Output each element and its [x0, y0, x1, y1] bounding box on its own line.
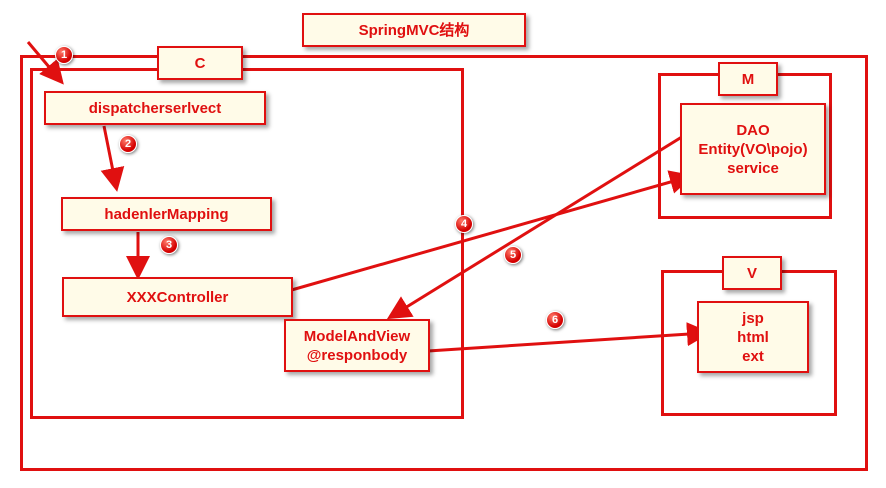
dispatcher-box: dispatcherserlvect	[44, 91, 266, 125]
modelandview-box: ModelAndView @responbody	[284, 319, 430, 372]
mapping-box: hadenlerMapping	[61, 197, 272, 231]
step-badge-1: 1	[55, 46, 73, 64]
dao-text: DAO	[736, 121, 770, 139]
model-label-tab: M	[718, 62, 778, 96]
diagram-title: SpringMVC结构	[302, 13, 526, 47]
controller-label: C	[194, 54, 206, 72]
arrow-step-6	[427, 322, 711, 353]
view-content-box: jsp html ext	[697, 301, 809, 373]
controller-class-box: XXXController	[62, 277, 293, 317]
step-badge-3: 3	[160, 236, 178, 254]
arrow-step-4	[259, 170, 694, 301]
view-label: V	[746, 264, 757, 282]
arrow-step-5	[386, 125, 699, 320]
jsp-text: jsp	[742, 309, 764, 327]
modelandview-text: ModelAndView	[303, 327, 411, 345]
entity-text: Entity(VO\pojo)	[698, 140, 808, 158]
outer-frame	[20, 55, 868, 471]
responsebody-text: @responbody	[306, 346, 408, 364]
arrow-step-2	[100, 125, 125, 192]
step-badge-2: 2	[119, 135, 137, 153]
controller-frame	[30, 68, 464, 419]
step-badge-4: 4	[455, 215, 473, 233]
controller-class-text: XXXController	[126, 288, 229, 306]
mapping-text: hadenlerMapping	[104, 205, 229, 223]
arrow-step-1	[26, 41, 64, 85]
ext-text: ext	[742, 347, 764, 365]
dispatcher-text: dispatcherserlvect	[88, 99, 222, 117]
diagram-title-text: SpringMVC结构	[358, 21, 470, 39]
html-text: html	[737, 328, 769, 346]
step-badge-5: 5	[504, 246, 522, 264]
model-content-box: DAO Entity(VO\pojo) service	[680, 103, 826, 195]
service-text: service	[727, 159, 779, 177]
controller-label-tab: C	[157, 46, 243, 80]
step-badge-6: 6	[546, 311, 564, 329]
model-label: M	[741, 70, 755, 88]
view-label-tab: V	[722, 256, 782, 290]
